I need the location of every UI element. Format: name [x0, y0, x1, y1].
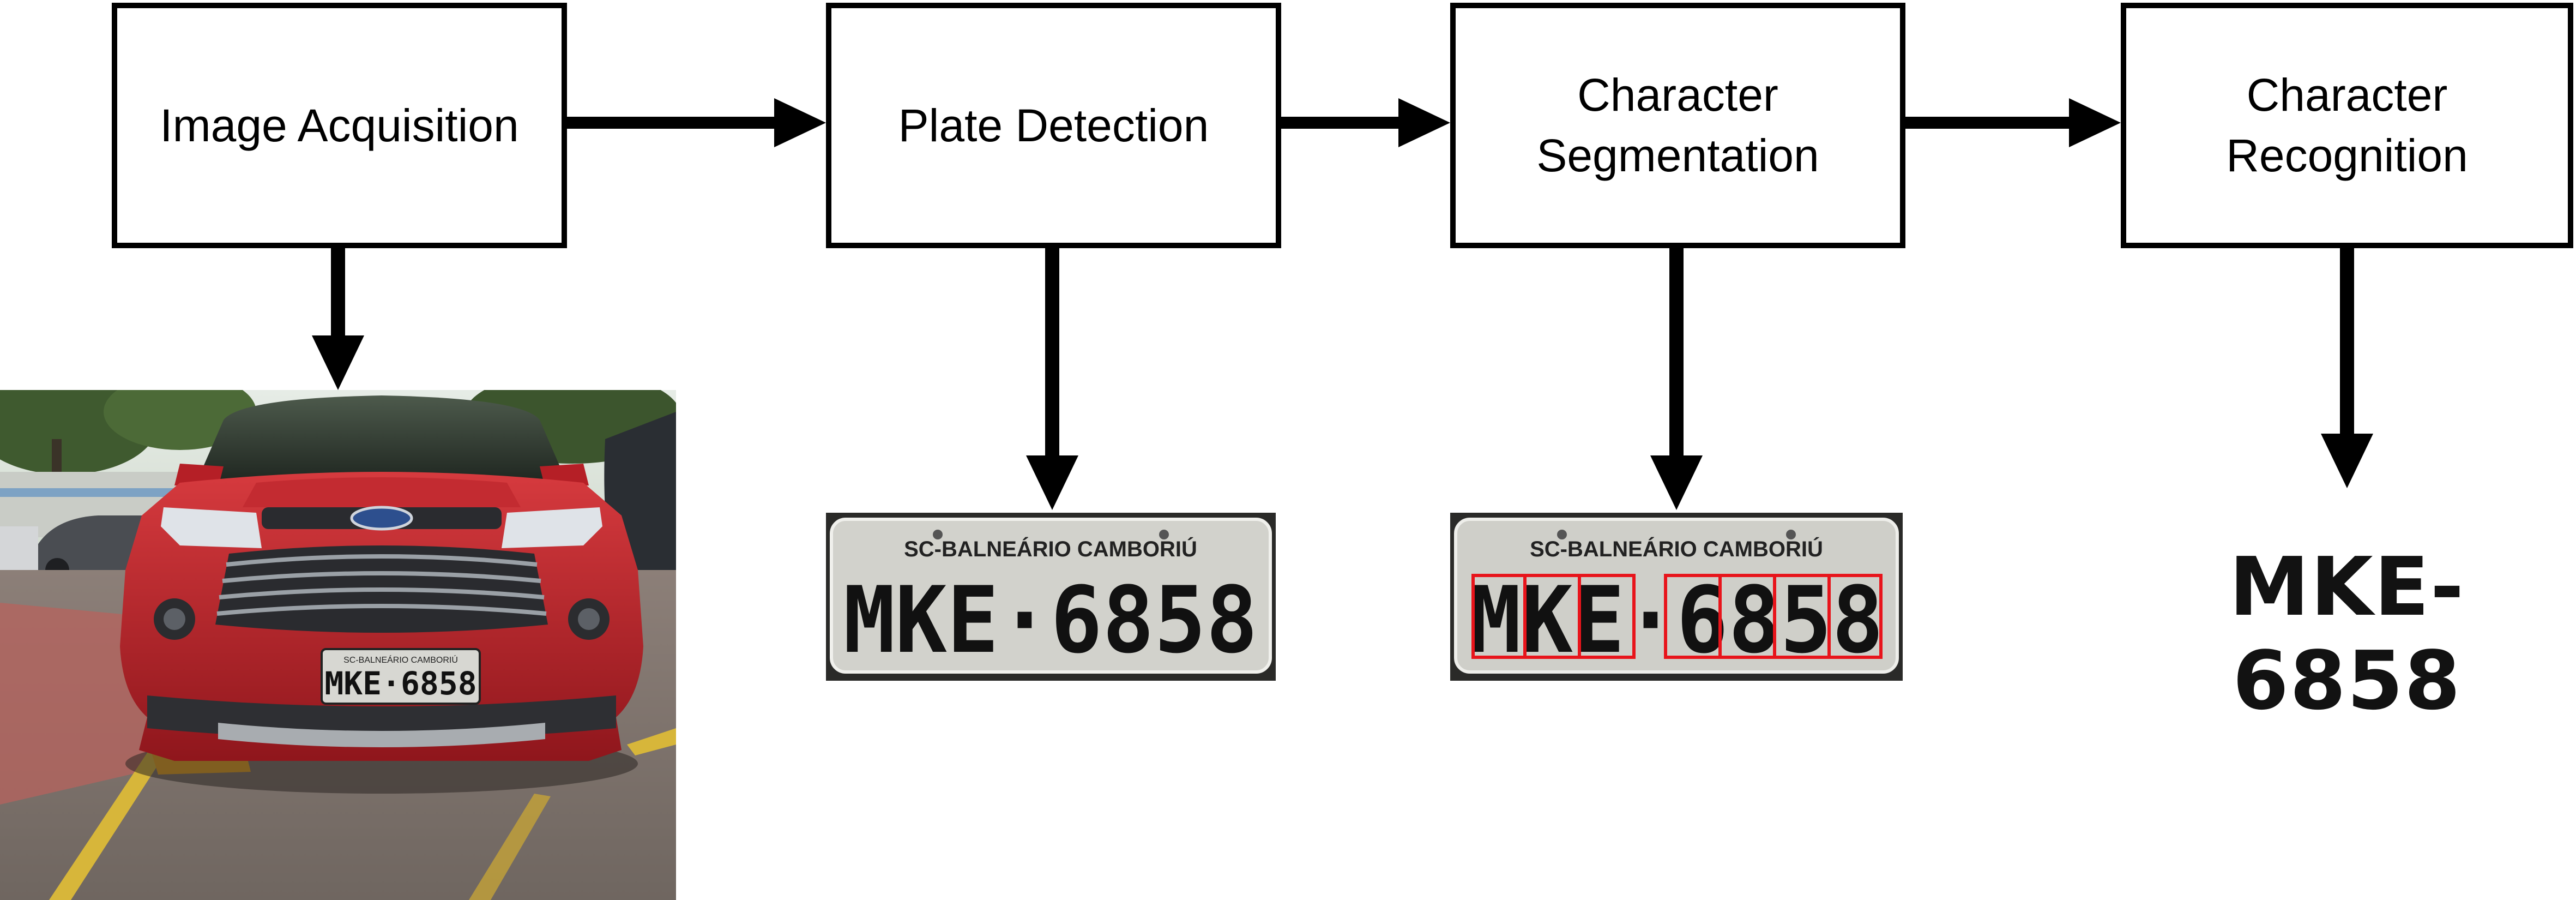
- step-plate-detection: Plate Detection: [826, 3, 1281, 248]
- detected-plate-image: SC-BALNEÁRIO CAMBORIÚ MKE·6858: [826, 513, 1276, 681]
- segmented-plate-image: SC-BALNEÁRIO CAMBORIÚ MKE·6858: [1450, 513, 1903, 681]
- arrow-recognition-output: [2321, 248, 2373, 488]
- car-licence-plate: SC-BALNEÁRIO CAMBORIÚ MKE·6858: [321, 648, 481, 705]
- character-bounding-boxes: [1471, 574, 1883, 659]
- step-label: Plate Detection: [898, 99, 1209, 151]
- plate-region-text: SC-BALNEÁRIO CAMBORIÚ: [1530, 536, 1823, 561]
- char-box-7: [1827, 574, 1883, 659]
- plate-number-text: MKE·6858: [843, 567, 1258, 674]
- arrow-detection-output: [1026, 248, 1078, 510]
- car-plate-region: SC-BALNEÁRIO CAMBORIÚ: [343, 655, 458, 665]
- car-photo: SC-BALNEÁRIO CAMBORIÚ MKE·6858: [0, 390, 676, 900]
- arrow-segmentation-output: [1650, 248, 1703, 510]
- char-box-3: [1578, 574, 1636, 659]
- arrow-segmentation-to-recognition: [1905, 98, 2121, 147]
- step-label: Image Acquisition: [160, 99, 519, 151]
- step-label: Character Segmentation: [1536, 69, 1819, 181]
- step-character-recognition: Character Recognition: [2121, 3, 2573, 248]
- car: [120, 395, 643, 761]
- step-character-segmentation: Character Segmentation: [1450, 3, 1905, 248]
- step-label: Character Recognition: [2226, 69, 2468, 181]
- plate-region-text: SC-BALNEÁRIO CAMBORIÚ: [904, 536, 1197, 561]
- arrow-detection-to-segmentation: [1281, 98, 1450, 147]
- recognized-plate-text: MKE-6858: [2229, 540, 2465, 728]
- arrow-acquisition-output: [312, 248, 364, 390]
- step-image-acquisition: Image Acquisition: [112, 3, 567, 248]
- arrow-acquisition-to-detection: [567, 98, 826, 147]
- car-plate-number: MKE·6858: [324, 665, 476, 702]
